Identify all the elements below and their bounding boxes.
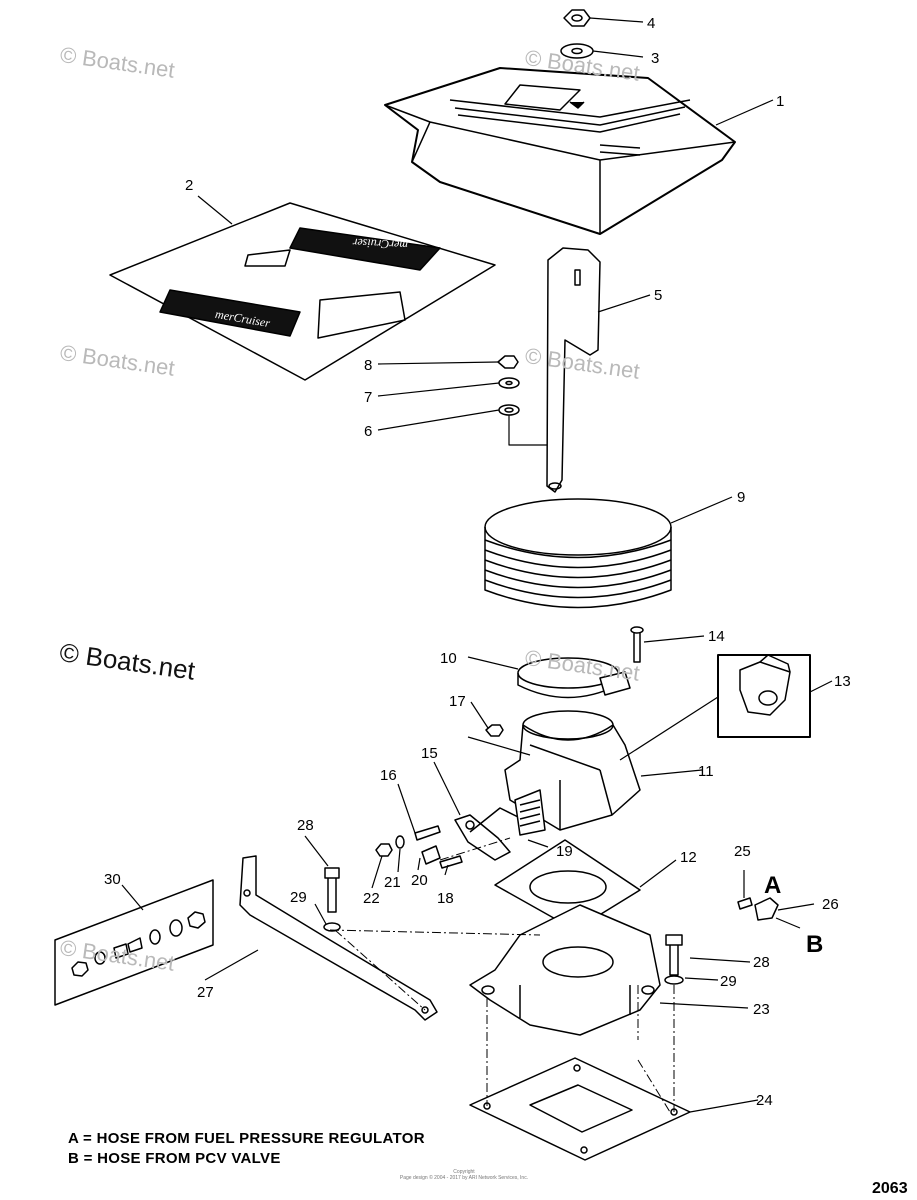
fitting-part-25	[737, 897, 753, 910]
clamp-part-10	[517, 657, 631, 699]
lockwasher-part-6	[498, 404, 520, 416]
callout-1: 1	[776, 93, 784, 110]
callout-2: 2	[185, 177, 193, 194]
washer-part-7	[498, 377, 520, 389]
gasket-part-12	[494, 839, 641, 931]
screw-part-14	[630, 626, 644, 663]
nut-part-17	[485, 724, 504, 737]
nut-part-8	[497, 355, 519, 369]
callout-27: 27	[197, 984, 214, 1001]
throttle-linkage-part-15	[454, 807, 521, 861]
callout-labels: 1 2 3 4 5 6 7 8 9 10 11 12 13 14 15 16 1…	[104, 15, 851, 1109]
legend-b: B = HOSE FROM PCV VALVE	[68, 1150, 281, 1167]
nut-part-22	[375, 843, 393, 857]
copyright-notice: Copyright Page design © 2004 - 2017 by A…	[394, 1169, 534, 1181]
washer-part-3	[560, 43, 594, 59]
sensor-inset-part-13	[717, 654, 811, 738]
callout-30: 30	[104, 871, 121, 888]
callout-19: 19	[556, 843, 573, 860]
leader-lines	[121, 17, 833, 1113]
copyright-line: Page design © 2004 - 2017 by ARI Network…	[399, 1175, 529, 1181]
nut-part-4	[563, 9, 591, 27]
callout-4: 4	[647, 15, 655, 32]
screw-part-18	[439, 855, 463, 869]
callout-6: 6	[364, 423, 372, 440]
marker-a: A	[764, 872, 781, 899]
legend-a: A = HOSE FROM FUEL PRESSURE REGULATOR	[68, 1130, 425, 1147]
drawing-number: 2063	[872, 1180, 908, 1197]
callout-5: 5	[654, 287, 662, 304]
washer-part-21	[395, 835, 405, 849]
bolt-part-28-left	[324, 867, 340, 913]
callout-15: 15	[421, 745, 438, 762]
throttle-body-part-11	[504, 710, 641, 831]
callout-13: 13	[834, 673, 851, 690]
callout-8: 8	[364, 357, 372, 374]
callout-20: 20	[411, 872, 428, 889]
callout-26: 26	[822, 896, 839, 913]
callout-3: 3	[651, 50, 659, 67]
link-bracket-part-27	[239, 855, 438, 1021]
callout-14: 14	[708, 628, 725, 645]
decal-logo-upper: merCruiser	[352, 236, 408, 253]
callout-29-left: 29	[290, 889, 307, 906]
gasket-part-24	[469, 1057, 691, 1161]
hardware-kit-part-30	[54, 879, 214, 1006]
callout-25: 25	[734, 843, 751, 860]
callout-22: 22	[363, 890, 380, 907]
screw-part-16	[414, 825, 441, 841]
flame-arrestor-part-9	[484, 498, 672, 609]
callout-24: 24	[756, 1092, 773, 1109]
assembly-centerlines	[329, 837, 675, 1113]
callout-16: 16	[380, 767, 397, 784]
elbow-part-26	[754, 897, 779, 921]
washer-part-29-right	[664, 975, 684, 985]
bracket-part-5	[546, 247, 601, 493]
callout-28-right: 28	[753, 954, 770, 971]
bolt-part-28-right	[665, 934, 683, 976]
callout-17: 17	[449, 693, 466, 710]
callout-21: 21	[384, 874, 401, 891]
copyright-line: Copyright	[453, 1169, 475, 1175]
callout-18: 18	[437, 890, 454, 907]
washer-part-29-left	[323, 922, 341, 932]
callout-11: 11	[698, 763, 714, 780]
callout-23: 23	[753, 1001, 770, 1018]
callout-9: 9	[737, 489, 745, 506]
flame-arrestor-cover-part-1	[384, 67, 736, 235]
adapter-part-23	[469, 904, 661, 1036]
spring-part-19	[514, 789, 546, 836]
callout-12: 12	[680, 849, 697, 866]
bushing-part-20	[421, 845, 441, 865]
callout-28-left: 28	[297, 817, 314, 834]
callout-29-right: 29	[720, 973, 737, 990]
callout-7: 7	[364, 389, 372, 406]
marker-b: B	[806, 931, 823, 958]
decal-part-2	[109, 202, 496, 381]
callout-10: 10	[440, 650, 457, 667]
